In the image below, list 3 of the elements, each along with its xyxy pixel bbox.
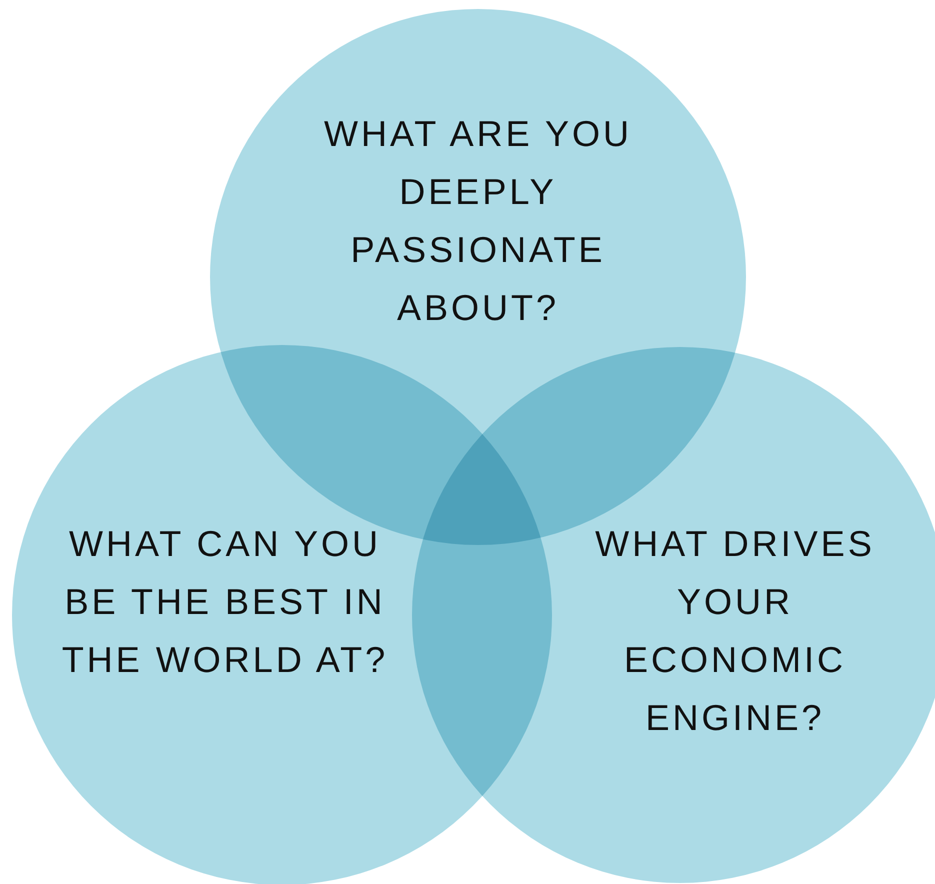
- circle-question: WHAT CAN YOU BE THE BEST IN THE WORLD AT?: [60, 522, 390, 682]
- circle-question: WHAT DRIVES YOUR ECONOMIC ENGINE?: [594, 522, 876, 740]
- circle-question: WHAT ARE YOU DEEPLY PASSIONATE ABOUT?: [322, 112, 634, 330]
